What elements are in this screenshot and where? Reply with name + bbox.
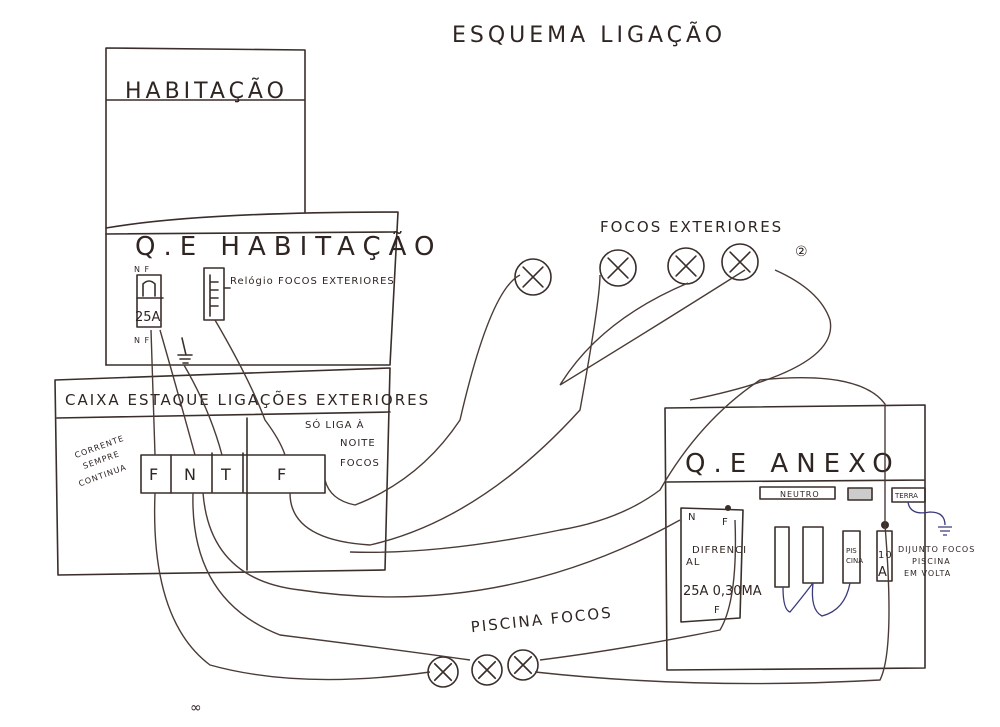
terminal-n: N: [184, 465, 196, 484]
footer-mark: ∞: [190, 700, 202, 716]
qe-anexo-box: Q.E ANEXO NEUTRO TERRA N F DIFRENCI AL 2…: [664, 404, 975, 671]
exterior-light-icon: [667, 247, 705, 285]
caixa-label: CAIXA ESTAQUE LIGAÇÕES EXTERIORES: [65, 390, 430, 409]
main-breaker: [136, 274, 162, 328]
pool-light-icon: [427, 656, 459, 688]
exterior-light-icon: [721, 243, 759, 281]
diferencial-breaker: [680, 507, 744, 623]
focos-breaker-label: A: [878, 565, 887, 580]
pool-light-icon: [507, 649, 539, 681]
piscina-breaker-label: CINA: [846, 557, 863, 565]
exterior-light-icon: [599, 249, 637, 287]
pool-light-icon: [471, 654, 503, 686]
diagram-title: ESQUEMA LIGAÇÃO: [452, 21, 726, 48]
dif-bottom: F: [714, 605, 721, 616]
piscina-breaker-label: PIS: [846, 547, 857, 555]
terminal-f2: F: [277, 465, 286, 484]
timer-label: Relógio FOCOS EXTERIORES: [230, 275, 395, 287]
ground-icon: [177, 337, 193, 364]
right-note-line: FOCOS: [340, 458, 380, 469]
dif-rating: 25A 0,30MA: [683, 584, 762, 599]
anexo-note-line: EM VOLTA: [904, 569, 951, 578]
wires: [150, 269, 890, 685]
breaker-bottom-label: N F: [134, 336, 150, 345]
anexo-note-line: PISCINA: [912, 557, 951, 566]
terminal-f: F: [149, 465, 158, 484]
dif-f: F: [722, 517, 729, 528]
habitacao-box: HABITAÇÃO: [105, 47, 306, 366]
timer-device: [203, 267, 225, 321]
qe-habitacao-box: Q.E HABITAÇÃO N F 25A N F Relógio FOCOS …: [105, 211, 442, 366]
focos-exteriores: FOCOS EXTERIORES ②: [514, 218, 808, 296]
dif-n: N: [688, 512, 696, 523]
habitacao-label: HABITAÇÃO: [125, 77, 288, 104]
breaker-top-label: N F: [134, 265, 150, 274]
focos-breaker-label: 10: [878, 550, 893, 561]
terminal-block: [140, 454, 326, 494]
qe-anexo-label: Q.E ANEXO: [685, 449, 901, 479]
right-note-line: NOITE: [340, 438, 376, 449]
exterior-light-icon: [514, 258, 552, 296]
breaker-rating: 25A: [135, 310, 161, 325]
right-note-line: SÓ LIGA À: [305, 418, 365, 431]
qe-habitacao-label: Q.E HABITAÇÃO: [135, 230, 442, 262]
terra-label: TERRA: [894, 492, 918, 500]
focos-note: ②: [795, 244, 808, 260]
anexo-note-line: DIJUNTO FOCOS: [898, 545, 975, 554]
piscina-label: PISCINA FOCOS: [470, 603, 613, 636]
neutro-label: NEUTRO: [780, 490, 820, 499]
dif-label: DIFRENCI: [692, 545, 747, 556]
dif-label: AL: [686, 557, 700, 568]
piscina-focos: PISCINA FOCOS: [427, 603, 613, 688]
terminal-t: T: [220, 465, 231, 484]
focos-label: FOCOS EXTERIORES: [600, 218, 783, 236]
